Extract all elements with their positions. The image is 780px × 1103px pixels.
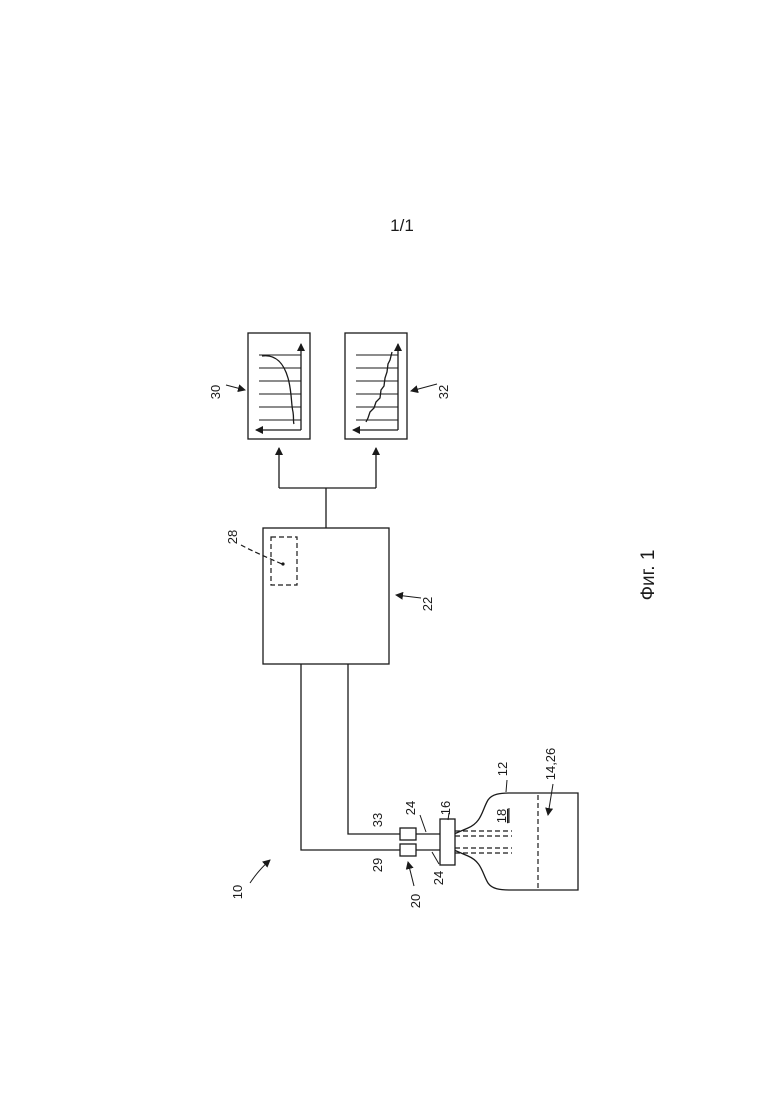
label-24-upper: 24 [403, 801, 418, 815]
label-30: 30 [208, 385, 223, 399]
tubes-18 [455, 831, 512, 853]
chart-30-gridlines [259, 355, 301, 420]
leader-10 [250, 860, 270, 883]
chart-30 [248, 333, 310, 439]
leader-14-26 [548, 784, 553, 815]
input-connection [301, 664, 400, 850]
label-10: 10 [230, 885, 245, 899]
controller-22: 28 [225, 528, 389, 664]
leader-20 [408, 862, 414, 886]
vessel-12 [454, 793, 578, 890]
label-14-26: 14,26 [543, 748, 558, 781]
leader-32 [411, 384, 437, 391]
leader-12 [506, 780, 507, 792]
leader-24-upper [420, 815, 426, 832]
output-connection [279, 448, 376, 528]
figure-caption: Фиг. 1 [638, 550, 659, 601]
leader-22 [396, 595, 421, 598]
leader-28 [241, 545, 282, 564]
label-16: 16 [438, 801, 453, 815]
label-29: 29 [370, 858, 385, 872]
cap-16 [440, 819, 455, 865]
label-22: 22 [420, 597, 435, 611]
label-28: 28 [225, 530, 240, 544]
leader-24-lower [432, 852, 439, 864]
chart-32-curve [366, 352, 392, 422]
chart-32 [345, 333, 407, 439]
chart-30-curve [262, 356, 294, 424]
label-24-lower: 24 [431, 871, 446, 885]
label-18: 18 [494, 809, 509, 823]
sensor-29 [400, 844, 416, 856]
label-33: 33 [370, 813, 385, 827]
label-12: 12 [495, 762, 510, 776]
sensor-33 [400, 828, 416, 840]
page-number: 1/1 [390, 216, 414, 235]
chart-32-gridlines [356, 355, 398, 420]
label-32: 32 [436, 385, 451, 399]
memory-module-28 [271, 537, 297, 585]
leader-30 [226, 385, 245, 390]
label-20: 20 [408, 894, 423, 908]
